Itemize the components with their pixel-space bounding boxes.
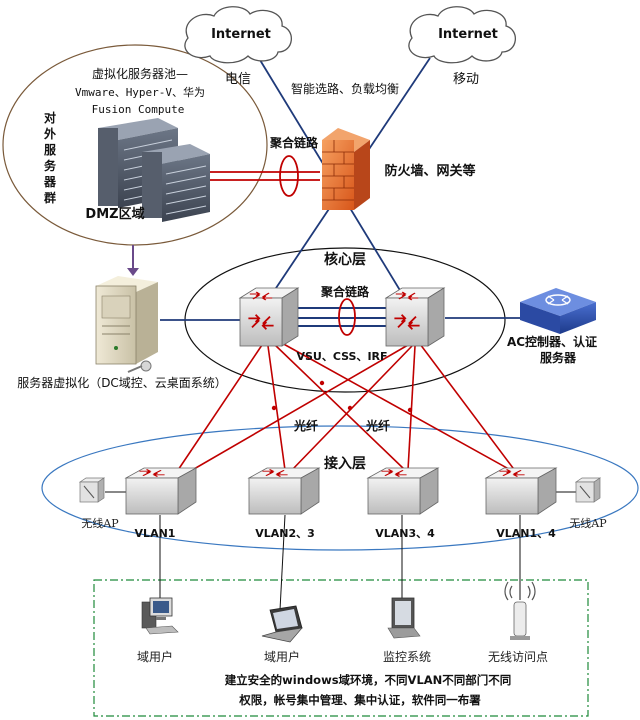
firewall-aggregation-ring: [279, 155, 299, 197]
access-layer-title: 接入层: [324, 455, 366, 472]
fiber-label-left: 光纤: [293, 418, 318, 433]
firewall-label: 防火墙、网关等: [384, 163, 475, 179]
footer-note-line-1: 建立安全的windows域环境，不同VLAN不同部门不同: [225, 673, 512, 687]
access-switch-vlan1: [124, 467, 198, 515]
vlan-label-2: VLAN3、4: [375, 527, 435, 540]
side-char-5: 群: [43, 190, 56, 205]
firewall-icon: [322, 128, 370, 210]
fiber-links: [169, 341, 526, 483]
desktop-pc-icon: [141, 597, 179, 635]
access-switch-vlan2-3: [247, 467, 321, 515]
routing-note: 智能选路、负载均衡: [291, 81, 399, 96]
isp-right-label: 移动: [453, 72, 479, 87]
pool-title-line-3: Fusion Compute: [92, 103, 185, 116]
pool-title-line-2: Vmware、Hyper-V、华为: [75, 85, 205, 99]
internet-cloud-right: Internet: [408, 6, 516, 64]
isp-left-label: 电信: [225, 72, 251, 87]
ac-controller-icon: [520, 288, 596, 334]
server-tower-icon: [95, 276, 158, 373]
laptop-icon: [261, 605, 303, 643]
ac-controller-label-2: 服务器: [540, 350, 577, 365]
fiber-crossing-dots: [271, 380, 413, 413]
internet-cloud-left: Internet: [184, 6, 292, 64]
wireless-ap-left-icon: [78, 477, 106, 503]
access-switch-vlan3-4: [366, 467, 440, 515]
endpoint-label-2: 监控系统: [383, 650, 431, 664]
server-to-core-links: [160, 317, 520, 321]
dmz-to-server-arrowhead: [127, 268, 139, 276]
endpoint-zone-border: [93, 579, 589, 717]
core-stack-label: VSU、CSS、IRF: [296, 350, 387, 363]
endpoint-label-3: 无线访问点: [488, 650, 548, 664]
side-char-1: 外: [44, 126, 56, 141]
vlan-label-3: VLAN1、4: [496, 527, 556, 540]
core-switch-right: [384, 287, 446, 347]
endpoint-label-0: 域用户: [137, 649, 173, 664]
dmz-aggregation-links: [200, 171, 320, 181]
monitor-icon: [387, 597, 421, 639]
core-layer-title: 核心层: [324, 251, 366, 268]
wireless-ap-left-label: 无线AP: [81, 516, 119, 530]
wireless-ap-right-icon: [574, 477, 602, 503]
core-switch-left: [238, 287, 300, 347]
firewall-aggregation-label: 聚合链路: [269, 135, 319, 150]
wireless-ap-right-label: 无线AP: [569, 516, 607, 530]
side-char-0: 对: [44, 110, 56, 125]
dmz-zone-ellipse: [2, 44, 268, 246]
access-to-endpoint-links: [105, 491, 576, 611]
access-switch-vlan1-4: [484, 467, 558, 515]
internet-right-label: Internet: [438, 27, 498, 42]
server-virt-label: 服务器虚拟化（DC域控、云桌面系统）: [17, 375, 227, 390]
ac-controller-label-1: AC控制器、认证: [507, 334, 597, 349]
wireless-access-point-icon: [504, 581, 536, 640]
side-char-2: 服: [44, 142, 57, 157]
vlan-label-0: VLAN1: [135, 527, 176, 540]
internet-left-label: Internet: [211, 27, 271, 42]
side-char-4: 器: [43, 175, 57, 189]
footer-note-line-2: 权限，帐号集中管理、集中认证，软件同一布署: [238, 693, 481, 707]
server-rack-icon: [98, 118, 210, 222]
side-char-3: 务: [44, 158, 57, 173]
core-aggregation-label: 聚合链路: [320, 284, 370, 299]
pool-title-line-1: 虚拟化服务器池—: [92, 66, 188, 81]
core-aggregation-links: [298, 307, 392, 327]
endpoint-label-1: 域用户: [264, 649, 300, 664]
vlan-label-1: VLAN2、3: [255, 527, 315, 540]
access-layer-ellipse: [41, 425, 639, 551]
dmz-zone-label: DMZ区域: [85, 206, 144, 222]
fiber-label-right: 光纤: [365, 418, 390, 433]
core-aggregation-ring: [338, 298, 356, 336]
external-server-group-label: 对 外 服 务 器 群: [43, 110, 57, 205]
